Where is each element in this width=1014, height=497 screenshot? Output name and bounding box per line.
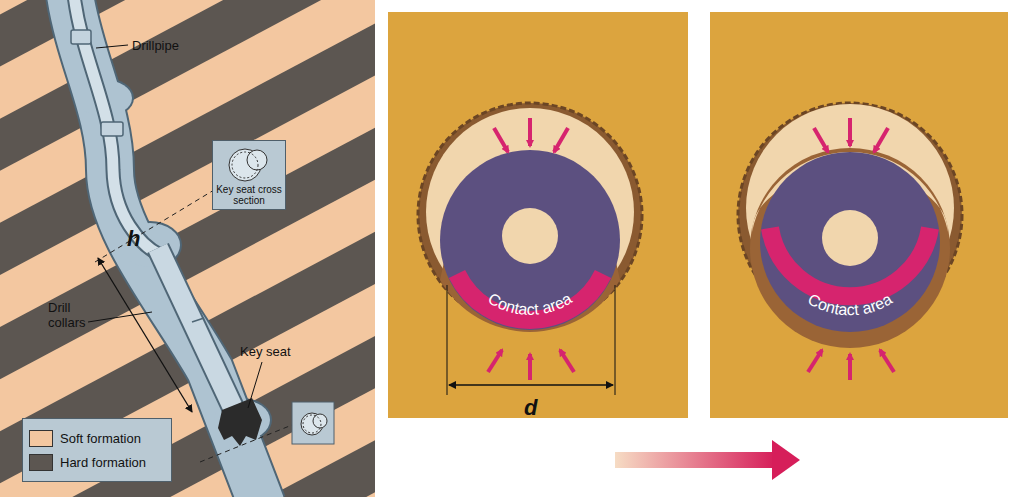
dimension-label: h — [127, 226, 140, 252]
dimension-d — [447, 285, 615, 395]
legend-text: Soft formation — [60, 431, 141, 446]
legend-swatch — [29, 454, 53, 471]
formation-bands — [0, 0, 375, 497]
panel-background — [388, 12, 688, 418]
force-arrows — [808, 118, 894, 380]
legend-text: Hard formation — [60, 455, 146, 470]
legend-box: Soft formationHard formation — [22, 418, 172, 482]
inset-caption: Key seat cross section — [213, 184, 285, 206]
contact-area-label: Contact area — [805, 290, 895, 318]
key-seat-icon — [213, 143, 285, 187]
legend-row: Hard formation — [29, 450, 165, 474]
hole-section — [418, 103, 642, 332]
part-label: Drill collars — [48, 300, 92, 330]
curved-label-holder: Contact area — [805, 290, 895, 318]
dimension-label: d — [524, 395, 537, 421]
legend-swatch — [29, 430, 53, 447]
panel-background — [710, 12, 1008, 418]
progression-arrow — [615, 440, 800, 480]
drill-collars — [158, 248, 236, 414]
force-arrows — [488, 118, 574, 380]
inset-box: Key seat cross section — [212, 140, 286, 210]
part-label: Key seat — [240, 344, 291, 359]
drill-bit — [218, 398, 262, 446]
inset-box — [292, 402, 334, 444]
legend-row: Soft formation — [29, 426, 165, 450]
key-seat-section — [738, 103, 962, 348]
contact-area-label: Contact area — [485, 290, 575, 318]
part-label: Drillpipe — [132, 38, 179, 53]
curved-label-holder: Contact area — [485, 290, 575, 318]
